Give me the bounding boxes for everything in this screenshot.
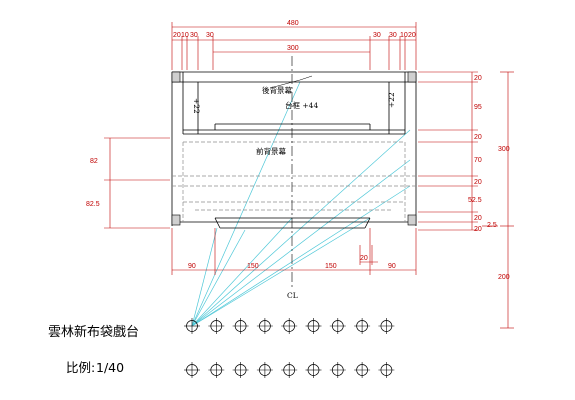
seat-marker (354, 362, 371, 378)
dim-top-right-3: 10 (400, 32, 408, 39)
scale-label: 比例: (66, 360, 95, 375)
dim-top-left-3: 30 (190, 32, 198, 39)
seat-marker (378, 362, 395, 378)
dim-right-3: 20 (474, 134, 482, 141)
seat-marker (232, 362, 249, 378)
dim-inner-width: 300 (287, 45, 299, 52)
dim-bottom-4: 90 (388, 263, 396, 270)
seat-marker (281, 318, 298, 334)
sightlines (191, 81, 411, 327)
dim-right-6: 52.5 (468, 197, 482, 204)
drawing-title: 雲林新布袋戲台 (48, 324, 139, 340)
dim-right-1: 20 (474, 75, 482, 82)
dim-right-extra: 200 (498, 274, 510, 281)
seat-marker (232, 318, 249, 334)
stage-height-label: 台框 +44 (285, 100, 318, 110)
seat-marker (305, 318, 322, 334)
seat-marker (256, 318, 273, 334)
dim-right-small: 2.5 (487, 222, 497, 229)
dim-bottom-small: 20 (360, 255, 368, 262)
dim-top-left-1: 20 (173, 32, 181, 39)
dim-top-right-1: 30 (373, 32, 381, 39)
dim-bottom-1: 90 (188, 263, 196, 270)
scale-value: 1/40 (96, 360, 124, 375)
seat-marker (184, 318, 200, 334)
dim-bottom-2: 150 (247, 263, 259, 270)
dim-left-1: 82 (90, 158, 98, 165)
sightline-8 (191, 229, 246, 327)
seat-marker (256, 362, 273, 378)
dim-right-5: 20 (474, 179, 482, 186)
dim-top-right-2: 30 (389, 32, 397, 39)
seat-marker (378, 318, 395, 334)
dim-top-left-2: 10 (181, 32, 189, 39)
dim-overall-width: 480 (287, 20, 299, 27)
dim-top-left-4: 30 (206, 32, 214, 39)
seat-marker (184, 362, 200, 378)
front-curtain-label: 前背景幕 (256, 146, 286, 156)
sightline-6 (191, 217, 293, 327)
back-curtain-label: 後背景幕 (262, 85, 292, 95)
right-post-label: +22 (387, 92, 396, 108)
left-post-label: +22 (192, 98, 201, 114)
seat-marker (305, 362, 322, 378)
seat-marker (281, 362, 298, 378)
seat-marker (354, 318, 371, 334)
dim-right-8: 20 (474, 226, 482, 233)
dim-bottom-3: 150 (325, 263, 337, 270)
seat-marker (208, 362, 225, 378)
seat-marker (208, 318, 225, 334)
dim-left-2: 82.5 (86, 201, 100, 208)
stage-structure (171, 71, 417, 229)
dim-right-2: 95 (474, 104, 482, 111)
sightline-3 (191, 159, 411, 327)
sightline-1 (191, 227, 218, 327)
sightline-4 (191, 185, 411, 327)
hidden-lines (172, 141, 416, 222)
curtain-pointer (269, 75, 313, 89)
dim-right-total: 300 (498, 146, 510, 153)
sightline-5 (191, 217, 371, 327)
corner-posts (171, 71, 417, 226)
sightline-7 (191, 81, 301, 327)
seat-rows (184, 318, 395, 378)
dimension-lines (104, 22, 514, 329)
dim-right-4: 70 (474, 157, 482, 164)
seat-marker (329, 362, 346, 378)
dim-right-7: 20 (474, 215, 482, 222)
centerline-symbol: CL (287, 291, 298, 300)
seat-marker (329, 318, 346, 334)
dim-top-right-4: 20 (408, 32, 416, 39)
